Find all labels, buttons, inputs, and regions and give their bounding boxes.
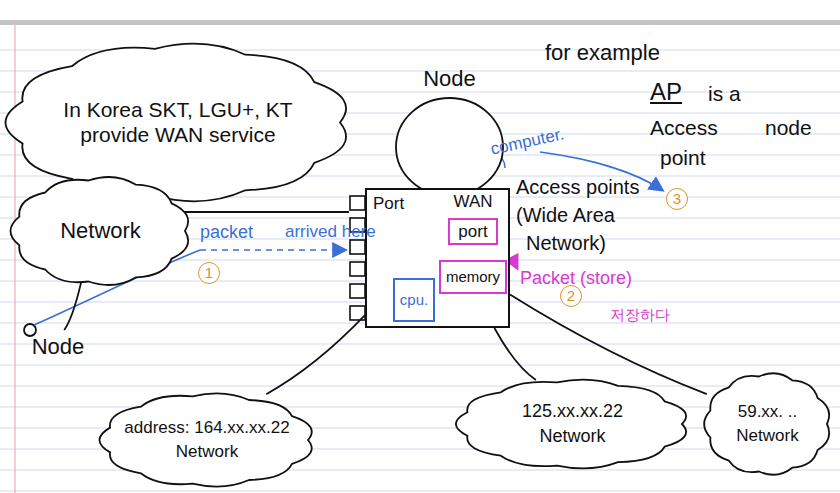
note-text: 저장하다 [610, 306, 670, 323]
note-text: node [765, 116, 812, 140]
node-subtext: Network [176, 442, 238, 462]
node-subtext: Network [539, 426, 605, 447]
note-text: Access [650, 116, 718, 140]
network-cloud: address: 164.xx.xx.22Network [98, 388, 316, 492]
port-sockets [350, 196, 365, 320]
wire [494, 328, 536, 380]
network-cloud-outline [455, 374, 690, 474]
note-text: Access points [516, 176, 639, 199]
node-text: 59.xx. .. [738, 402, 798, 422]
network-cloud-outline [700, 368, 835, 480]
node-text: In Korea SKT, LGU+, KT provide WAN servi… [63, 98, 293, 146]
wire [266, 315, 365, 394]
note-text: packet [200, 222, 253, 243]
node-dot [24, 324, 36, 336]
speech-cloud: In Korea SKT, LGU+, KT provide WAN servi… [8, 40, 348, 205]
node-text: memory [446, 268, 500, 285]
wan-port: WAN port [439, 192, 507, 256]
note-text: Network) [526, 232, 606, 255]
wire [510, 295, 707, 395]
note-text: (Wide Area [516, 204, 615, 227]
node-text: 125.xx.xx.22 [522, 401, 623, 422]
note-text: is a [708, 82, 741, 106]
node-subtext: port [448, 218, 497, 246]
margin-line [15, 25, 16, 493]
network-cloud: 59.xx. .. Network [700, 368, 835, 480]
note-text: AP [650, 78, 682, 106]
note-text: point [660, 146, 706, 170]
node-text: Node [423, 66, 476, 91]
wire [179, 211, 349, 213]
node-text: address: 164.xx.xx.22 [124, 418, 289, 438]
router-box: Port WAN port memory cpu. [365, 188, 510, 328]
node-text: WAN [453, 192, 492, 212]
node-label: Node [18, 330, 98, 364]
packet-arrow [200, 249, 345, 251]
wire [64, 283, 81, 330]
memory-box: memory [439, 260, 507, 294]
ruled-lines [0, 30, 840, 493]
top-band [0, 20, 840, 25]
node-text: Network [60, 218, 141, 243]
callout-number: 2 [560, 285, 582, 307]
cpu-box: cpu. [393, 278, 435, 322]
network-cloud-outline [98, 388, 316, 492]
callout-number: 1 [198, 262, 220, 284]
node-text: cpu. [400, 291, 428, 308]
network-cloud: 125.xx.xx.22Network [455, 374, 690, 474]
node-text: Node [32, 334, 85, 359]
callout-number: 3 [666, 188, 688, 210]
node-subtext: Network [736, 426, 798, 446]
note-text: for example [545, 40, 660, 65]
network-cloud: Network [8, 172, 193, 290]
note-text: arrived here [285, 222, 376, 242]
node-circle: Node [392, 66, 507, 198]
node-text: Port [373, 194, 404, 214]
